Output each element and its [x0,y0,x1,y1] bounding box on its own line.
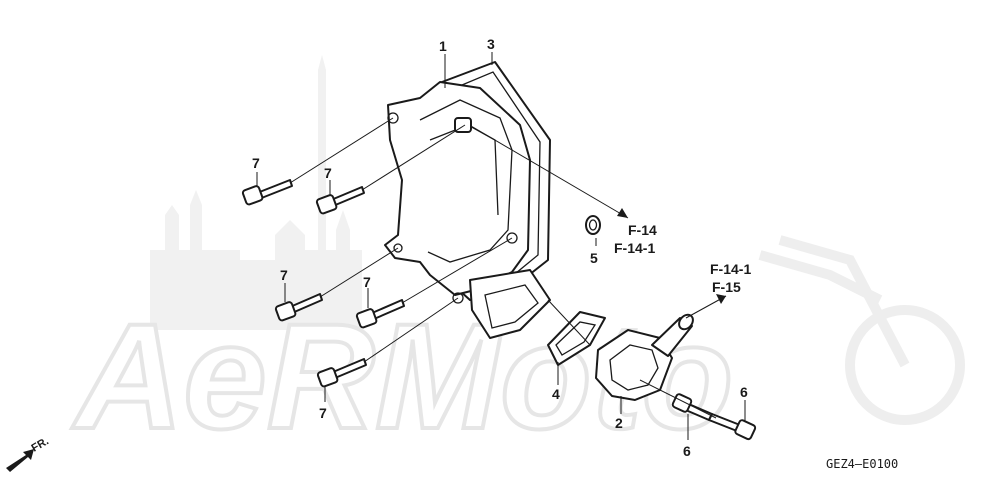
bolt-7b [315,186,365,215]
bolt-6b [708,413,757,441]
part-label-7e: 7 [319,405,327,421]
part-label-6a: 6 [683,443,691,459]
ref-f14: F-14 [628,222,657,238]
part-label-3: 3 [487,36,495,52]
part-label-4: 4 [552,386,560,402]
diagram-code: GEZ4–E0100 [826,457,898,471]
bolt-7d [355,299,405,329]
ref-f14-1-b: F-14-1 [710,261,751,277]
part-5-o-ring [585,215,601,235]
part-1-cover [384,81,551,339]
part-label-7b: 7 [324,165,332,181]
ref-f14-1: F-14-1 [614,240,655,256]
part-numbers: 1 3 5 4 2 6 6 7 7 7 7 7 [252,36,748,459]
part-label-2: 2 [615,415,623,431]
assembly-lines [256,52,746,440]
cross-references: F-14 F-14-1 F-14-1 F-15 [614,222,751,295]
part-2-pipe-cover [595,313,694,401]
front-label: FR. [30,435,51,454]
part-label-6b: 6 [740,384,748,400]
ref-f15: F-15 [712,279,741,295]
front-arrow: FR. [6,435,51,472]
front-arrow-icon [6,449,34,472]
part-label-1: 1 [439,38,447,54]
part-label-7c: 7 [280,267,288,283]
bolt-7a [241,179,293,206]
part-label-7d: 7 [363,274,371,290]
part-4-gasket-plate [547,311,606,366]
bolt-7e [316,358,367,388]
bolt-7c [274,293,323,322]
part-label-7a: 7 [252,155,260,171]
part-label-5: 5 [590,250,598,266]
